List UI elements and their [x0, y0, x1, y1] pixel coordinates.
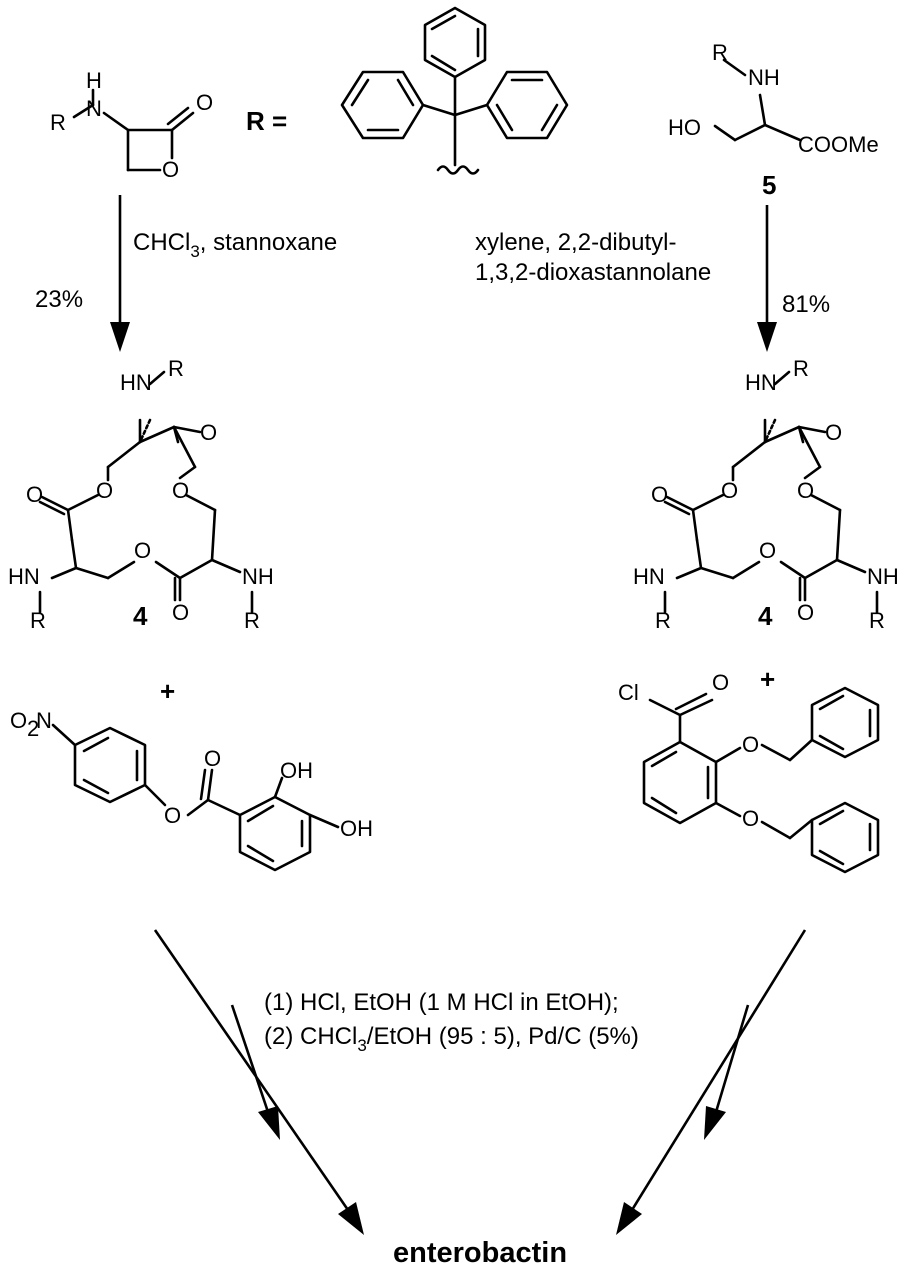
macro-right-o5: O [759, 538, 776, 563]
macro-right-hn-top: HN [745, 370, 777, 395]
right-reagents-line2: 1,3,2-dioxastannolane [475, 259, 711, 286]
ester-o-label: O [164, 803, 181, 828]
oh-label-2: OH [340, 816, 373, 841]
carbonyl-o-label: O [204, 746, 221, 771]
final-arrows-right [616, 929, 807, 1235]
compound-4-left-label: 4 [133, 601, 148, 631]
cl-label: Cl [618, 680, 639, 705]
right-yield: 81% [782, 291, 830, 318]
ether-o-label-1: O [742, 732, 759, 757]
macro-right-o6: O [797, 600, 814, 625]
macro-right-o2: O [721, 478, 738, 503]
macro-left-o1: O [200, 420, 217, 445]
macro-left-hn-top: HN [120, 370, 152, 395]
macro-left-hn-left: HN [8, 564, 40, 589]
plus-sign-right: + [760, 664, 775, 694]
macro-right-nh-right: NH [867, 564, 899, 589]
macro-left-nh-right: NH [242, 564, 274, 589]
lactone-ring-o-label: O [162, 157, 179, 182]
macro-right-r-left: R [655, 608, 671, 633]
compound-5-label: 5 [762, 170, 776, 200]
trityl-r-definition: R = [246, 6, 569, 175]
lactone-h-label: H [86, 68, 102, 93]
final-arrows-left [153, 929, 364, 1235]
macro-right-hn-left: HN [633, 564, 665, 589]
nitro-o-label: O [10, 708, 27, 733]
serine-r-label: R [712, 40, 728, 65]
serine-nh-label: NH [748, 65, 780, 90]
acid-chloride-structure: Cl O O O [618, 670, 880, 874]
macro-left-o3: O [172, 478, 189, 503]
lactone-n-label: N [86, 96, 102, 121]
r-equals-label: R = [246, 106, 287, 136]
acyl-o-label: O [712, 670, 729, 695]
left-yield: 23% [35, 286, 83, 313]
macro-right-r-top: R [793, 356, 809, 381]
macro-left-r-right: R [244, 608, 260, 633]
macro-left-o5: O [134, 538, 151, 563]
right-reaction-arrow [757, 205, 777, 352]
serine-ho-label: HO [668, 115, 701, 140]
serine-ester-label: COOMe [798, 132, 879, 157]
serine-ester-structure: R NH HO COOMe 5 [668, 40, 879, 200]
nitro-n-label: N [36, 708, 52, 733]
ether-o-label-2: O [742, 806, 759, 831]
compound-4-right-label: 4 [758, 601, 773, 631]
macro-right-o3: O [797, 478, 814, 503]
macrocycle-right-structure: HN R O O O O O O HN R NH R 4 [633, 356, 899, 633]
oh-label-1: OH [280, 758, 313, 783]
plus-sign-left: + [160, 676, 175, 706]
beta-lactone-structure: H N R O O [50, 68, 213, 182]
macro-left-o6: O [172, 600, 189, 625]
left-reaction-arrow [110, 195, 130, 352]
left-reagents: CHCl3, stannoxane [133, 229, 337, 261]
nitro-subscript: 2 [27, 716, 39, 741]
lactone-r-label: R [50, 110, 66, 135]
final-reagents-line2: (2) CHCl3/EtOH (95 : 5), Pd/C (5%) [264, 1023, 639, 1055]
final-reagents-line1: (1) HCl, EtOH (1 M HCl in EtOH); [264, 989, 619, 1016]
macro-right-o1: O [825, 420, 842, 445]
macro-left-o2: O [96, 478, 113, 503]
macro-right-o4: O [651, 482, 668, 507]
macrocycle-left-structure: HN R O O O O O O HN R NH R 4 [8, 356, 274, 633]
macro-left-r-top: R [168, 356, 184, 381]
lactone-carbonyl-o-label: O [196, 90, 213, 115]
product-enterobactin: enterobactin [393, 1237, 567, 1269]
nitrophenyl-ester-structure: O 2 N O O OH OH [10, 708, 373, 872]
right-reagents-line1: xylene, 2,2-dibutyl- [475, 229, 676, 256]
macro-left-o4: O [26, 482, 43, 507]
macro-right-r-right: R [869, 608, 885, 633]
macro-left-r-left: R [30, 608, 46, 633]
